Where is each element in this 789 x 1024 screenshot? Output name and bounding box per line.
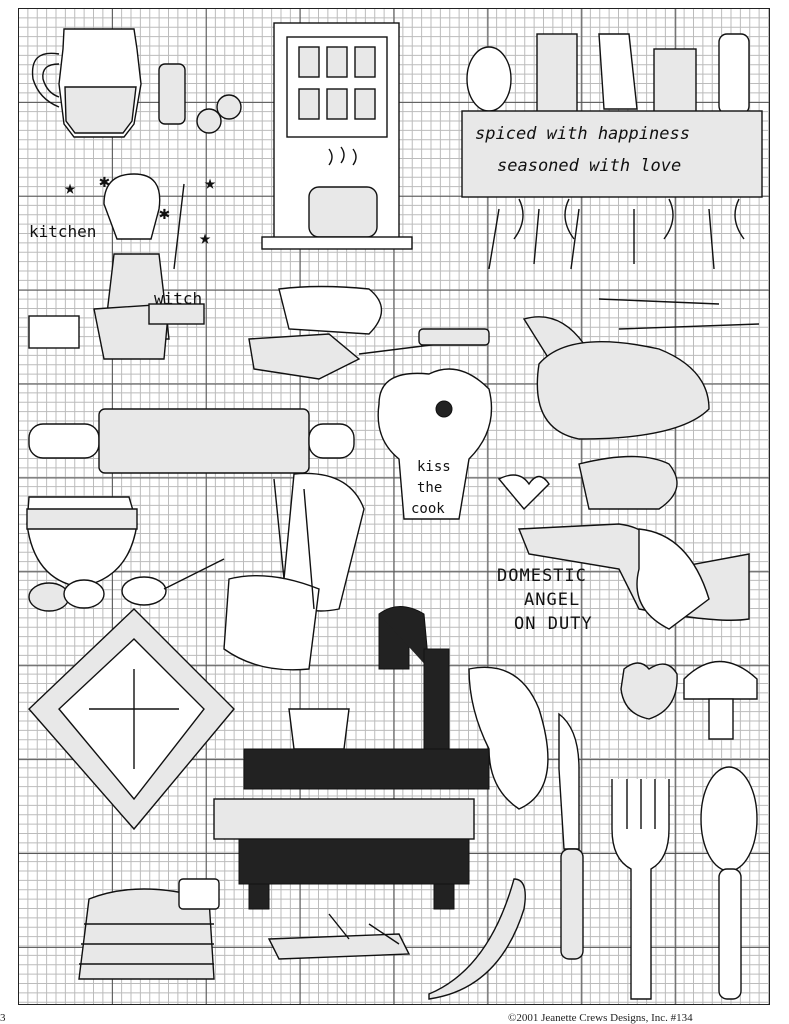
shelf-text-seasoned: seasoned with love — [497, 156, 681, 176]
apple-motif — [620, 662, 678, 720]
star-icon: ★ — [199, 225, 211, 249]
salt-shaker-motif — [158, 63, 186, 125]
angel-text-angel: ANGEL — [524, 590, 580, 610]
mixing-bowl-motif — [26, 496, 225, 612]
cookies-motif — [196, 94, 242, 134]
potholder-motif — [28, 608, 235, 831]
spice-shelf-motif: spiced with happiness seasoned with love — [461, 33, 763, 270]
window-motif — [261, 22, 413, 250]
cross-stitch-chart: spiced with happiness seasoned with love… — [18, 8, 770, 1005]
star-icon: ★ — [64, 175, 76, 199]
copyright-notice: ©2001 Jeanette Crews Designs, Inc. #134 — [508, 1012, 693, 1024]
kitchen-witch-motif: ★ ✱ ✱ ★ ★ kitchen witch — [28, 170, 216, 360]
peapod-motif — [428, 878, 526, 1000]
pitcher-motif — [31, 28, 142, 138]
roast-chicken-motif — [522, 298, 760, 440]
hat-text-the: the — [417, 480, 442, 496]
star-icon: ★ — [204, 170, 216, 194]
witch-text-kitchen: kitchen — [29, 222, 96, 241]
stove-motif — [213, 606, 490, 910]
sandwich-motif — [78, 878, 220, 980]
witch-text-witch: witch — [154, 289, 202, 308]
oven-mitt-motif — [223, 472, 365, 671]
angel-text-on-duty: ON DUTY — [514, 614, 593, 634]
shelf-text-spiced: spiced with happiness — [475, 124, 690, 144]
rolling-pin-motif — [28, 408, 355, 474]
fork-motif — [611, 779, 670, 1000]
asterisk-icon: ✱ — [159, 203, 170, 224]
domestic-angel-motif: DOMESTIC ANGEL ON DUTY — [497, 455, 750, 634]
chart-motifs: spiced with happiness seasoned with love… — [26, 22, 763, 1000]
chef-hat-motif: kiss the cook — [377, 368, 493, 520]
angel-text-domestic: DOMESTIC — [497, 566, 587, 586]
asterisk-icon: ✱ — [99, 171, 110, 192]
hat-text-kiss: kiss — [417, 459, 451, 475]
carrots-motif — [267, 913, 411, 960]
page-number: 3 — [0, 1012, 6, 1024]
mushroom-motif — [683, 660, 758, 740]
knife-motif — [558, 712, 584, 960]
spatula-motif — [248, 285, 490, 380]
pepper-motif — [468, 666, 549, 810]
hat-text-cook: cook — [411, 501, 445, 517]
spoon-motif — [700, 766, 758, 1000]
